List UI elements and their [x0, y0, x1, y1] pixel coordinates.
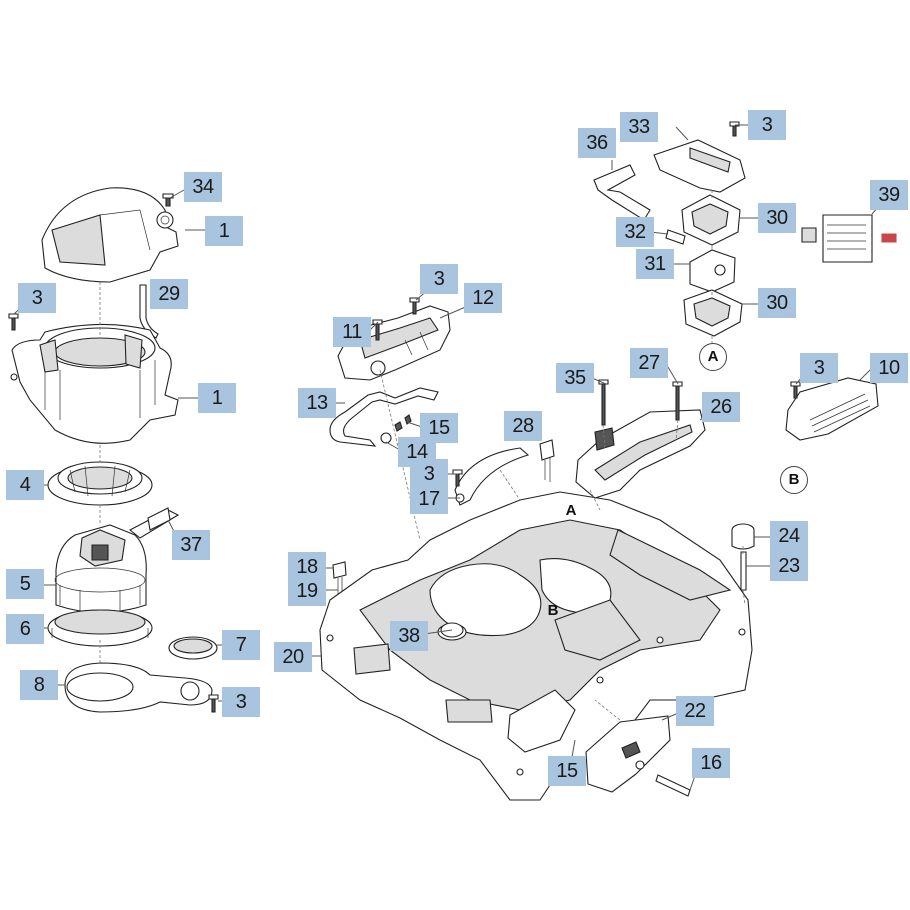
callout-10: 10 — [870, 353, 908, 383]
part-handle-26 — [575, 409, 706, 499]
callout-35: 35 — [556, 363, 594, 393]
part-seal-6 — [47, 609, 153, 647]
callout-13: 13 — [298, 388, 336, 418]
callout-8: 8 — [20, 670, 58, 700]
callout-34: 34 — [184, 172, 222, 202]
part-base-chassis-20 — [319, 491, 753, 801]
part-screw-35 — [598, 379, 609, 426]
callout-23: 23 — [770, 551, 808, 581]
part-foot-24 — [731, 523, 755, 550]
part-pin-16 — [655, 774, 691, 797]
part-label-sheet-39 — [801, 214, 897, 263]
callout-1-hood: 1 — [205, 216, 243, 246]
callout-36: 36 — [578, 128, 616, 158]
callout-24: 24 — [770, 521, 808, 551]
callout-37: 37 — [172, 530, 210, 560]
callout-6: 6 — [6, 614, 44, 644]
callout-29: 29 — [150, 279, 188, 309]
part-wire-13 — [329, 387, 439, 447]
part-panel-22 — [585, 715, 671, 793]
part-grille-cover-10 — [785, 377, 879, 441]
part-small-parts-14-15 — [380, 414, 412, 444]
part-screw-3-left-bottom — [208, 694, 219, 713]
callout-30-upper: 30 — [758, 203, 796, 233]
callout-1-housing: 1 — [198, 383, 236, 413]
callout-3-plate: 3 — [222, 687, 260, 717]
part-ring-4 — [47, 461, 153, 506]
callout-30-lower: 30 — [758, 288, 796, 318]
part-screw-3-center-top — [409, 297, 420, 315]
marker-a-chassis: A — [565, 502, 577, 519]
callout-7: 7 — [222, 630, 260, 660]
part-screw-3-left-top — [8, 313, 19, 331]
callout-28: 28 — [504, 411, 542, 441]
part-cover-33 — [653, 139, 746, 193]
part-solenoid-31 — [689, 249, 736, 293]
callout-11: 11 — [333, 317, 371, 347]
marker-b-chassis: B — [547, 602, 559, 619]
part-hood-cover — [41, 187, 179, 283]
part-switch-28 — [539, 439, 555, 482]
part-pin-32 — [665, 229, 686, 245]
part-filter-7 — [168, 636, 218, 660]
callout-31: 31 — [636, 249, 674, 279]
marker-b-top: B — [780, 466, 808, 494]
marker-a-top: A — [699, 343, 727, 371]
callout-20: 20 — [274, 642, 312, 672]
part-pin-23 — [740, 551, 747, 591]
callout-39: 39 — [870, 180, 908, 210]
callout-4: 4 — [6, 470, 44, 500]
part-valve-body-30-lower — [683, 289, 743, 337]
part-motor-5 — [54, 524, 147, 614]
callout-22: 22 — [676, 696, 714, 726]
callout-38: 38 — [390, 621, 428, 651]
part-bracket-12 — [337, 305, 451, 381]
part-valve-body-30 — [681, 194, 741, 246]
callout-16: 16 — [692, 748, 730, 778]
callout-19: 19 — [288, 576, 326, 606]
part-housing-upper — [10, 323, 179, 444]
part-hose-36 — [593, 164, 651, 221]
callout-32: 32 — [616, 217, 654, 247]
callout-3-upper-left: 3 — [18, 283, 56, 313]
callout-17: 17 — [410, 484, 448, 514]
part-screw-3-center-mid — [452, 469, 463, 487]
callout-3-top-right: 3 — [748, 110, 786, 140]
callout-33: 33 — [620, 112, 658, 142]
part-connector-37 — [129, 507, 180, 539]
callout-3-bracket: 3 — [420, 264, 458, 294]
part-small-screw-34 — [162, 193, 174, 207]
callout-12: 12 — [464, 283, 502, 313]
part-screw-3-top-right — [729, 121, 740, 137]
part-hose-29 — [139, 284, 159, 339]
callout-15-panel: 15 — [548, 756, 586, 786]
callout-5: 5 — [6, 569, 44, 599]
part-base-plate-8 — [64, 662, 213, 713]
callout-3-right: 3 — [800, 353, 838, 383]
part-cover-17 — [454, 447, 530, 506]
callout-26: 26 — [702, 392, 740, 422]
callout-27: 27 — [630, 348, 668, 378]
